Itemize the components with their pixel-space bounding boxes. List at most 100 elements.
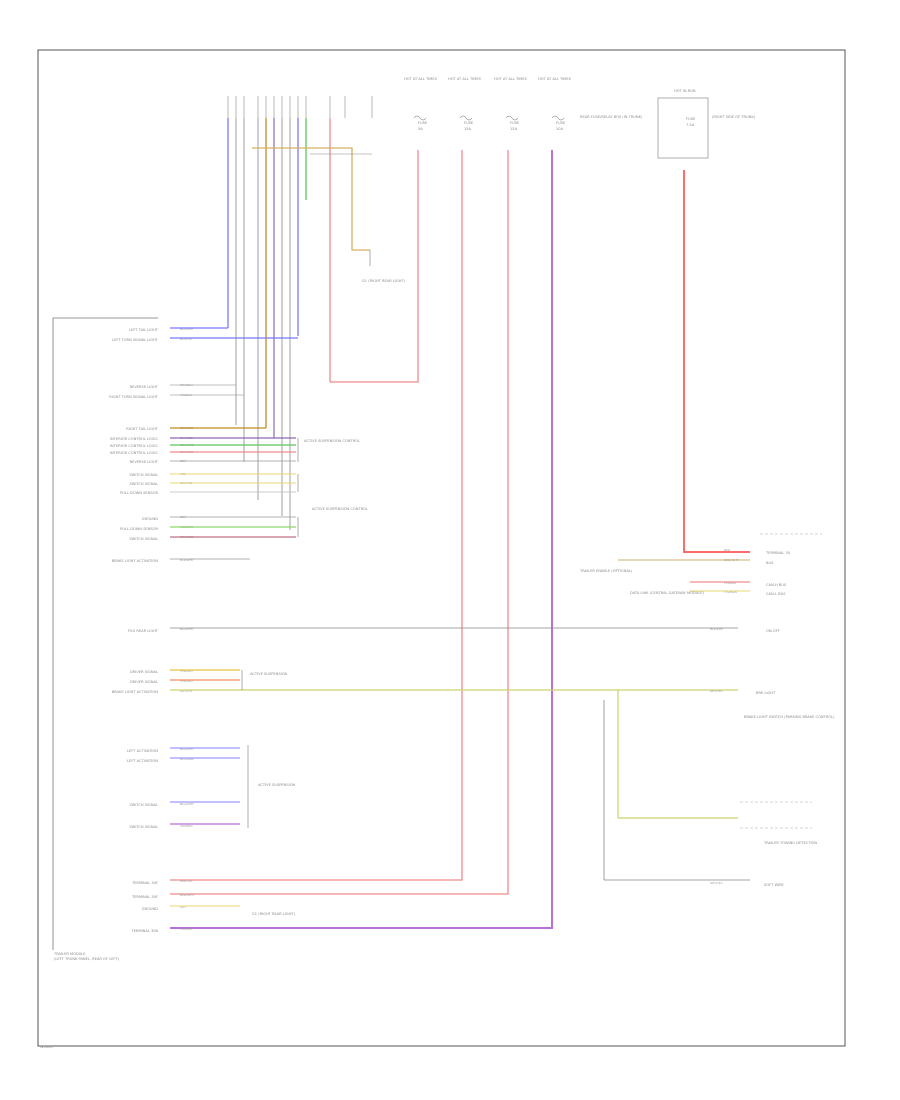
fuse-1-source: HOT AT ALL TIMES [404, 77, 438, 81]
pin-row: LEFT ACTIVATION BLU/WHT [127, 747, 240, 753]
svg-text:YEL/RED: YEL/RED [180, 679, 193, 683]
svg-text:BLU/GRN: BLU/GRN [180, 757, 193, 761]
pin-row: SWITCH SIGNAL VIO/RED [129, 823, 240, 829]
trailer-module-outline [52, 317, 158, 950]
svg-text:SOFT WIRE: SOFT WIRE [764, 883, 785, 887]
svg-text:YEL/BLK: YEL/BLK [724, 581, 737, 585]
right-fuse-name: FUSE [686, 117, 696, 121]
svg-text:DRIVER SIGNAL: DRIVER SIGNAL [130, 670, 158, 674]
pin-row: BRAKE LIGHT ACTIVATION BLK/WHT [112, 558, 250, 563]
fuse-3-source: HOT AT ALL TIMES [494, 77, 528, 81]
top-connector-group [227, 96, 373, 118]
pin-row: SWITCH SIGNALGRY/YEL [129, 481, 296, 486]
svg-text:SWITCH SIGNAL: SWITCH SIGNAL [129, 473, 158, 477]
pin-row: GROUND GRY [142, 905, 240, 911]
svg-text:GROUND: GROUND [142, 907, 158, 911]
svg-text:PULL-DOWN SENSOR: PULL-DOWN SENSOR [120, 491, 158, 495]
svg-text:SWITCH SIGNAL: SWITCH SIGNAL [129, 825, 158, 829]
diagram-code: W0000 [40, 1045, 53, 1049]
svg-text:LEFT ACTIVATION: LEFT ACTIVATION [127, 749, 158, 753]
svg-text:LEFT TAIL LIGHT: LEFT TAIL LIGHT [129, 328, 159, 332]
connector-4-label: ACTIVE SUSPENSION [258, 783, 296, 787]
right-fuse-location: (RIGHT SIDE OF TRUNK) [712, 115, 756, 119]
svg-text:DRIVER SIGNAL: DRIVER SIGNAL [130, 680, 158, 684]
fuse-2-wire [170, 150, 463, 881]
svg-text:YEL/BRN: YEL/BRN [724, 590, 737, 594]
pin-row: PULL-DOWN SENSORYEL/GRN [120, 525, 296, 531]
fuse-3-name: FUSE [510, 121, 520, 125]
diagram-frame [37, 49, 846, 1047]
fuse-4-name: FUSE [556, 121, 566, 125]
pin-row: FOG REAR LIGHT BLU/WHT [128, 627, 738, 633]
vertical-wires [227, 118, 331, 530]
svg-text:BLU/RED: BLU/RED [180, 327, 194, 331]
svg-text:ON-OFF: ON-OFF [766, 629, 780, 633]
svg-text:BLK/WHT: BLK/WHT [180, 558, 194, 562]
svg-text:INTERIOR CONTROL LOGIC: INTERIOR CONTROL LOGIC [110, 451, 158, 455]
svg-text:TERMINAL 30B: TERMINAL 30B [131, 929, 159, 933]
right-device-2: DATA LINK (CENTRAL GATEWAY MODULE) [630, 591, 705, 595]
pin-row: BRK LIGHT GRY/YEL [710, 689, 776, 695]
svg-text:YEL/RED: YEL/RED [180, 669, 193, 673]
right-device-3: BRAKE LIGHT SWITCH (PARKING BRAKE CONTRO… [744, 715, 835, 719]
svg-text:RED/WHT: RED/WHT [180, 893, 195, 897]
pin-row: DRIVER SIGNAL YEL/RED [130, 679, 240, 684]
svg-text:VIO/RED: VIO/RED [180, 824, 193, 828]
right-device-1: TRAILER ENABLE (OPTIONAL) [579, 569, 633, 573]
svg-text:RIGHT TURN SIGNAL LIGHT: RIGHT TURN SIGNAL LIGHT [109, 395, 159, 399]
right-fuse-title: HOT IN RUN [674, 89, 696, 93]
svg-text:LEFT TURN SIGNAL LIGHT: LEFT TURN SIGNAL LIGHT [112, 338, 159, 342]
svg-text:BRAKE LIGHT ACTIVATION: BRAKE LIGHT ACTIVATION [112, 559, 159, 563]
connector-1-label: ACTIVE SUSPENSION CONTROL [304, 439, 360, 443]
svg-text:GRY/YEL: GRY/YEL [710, 689, 723, 693]
left-pin-rows: LEFT TAIL LIGHT BLU/RED LEFT TURN SIGNAL … [109, 327, 738, 933]
svg-text:FOG REAR LIGHT: FOG REAR LIGHT [128, 629, 159, 633]
brake-branch [617, 690, 738, 819]
fuse-1-wire [330, 150, 419, 383]
pin-row: LEFT TAIL LIGHT BLU/RED [129, 327, 228, 332]
pin-row: INTERIOR CONTROL LOGICGRN/RED [110, 443, 296, 448]
fuse-1-name: FUSE [418, 121, 428, 125]
fuse-3-wire [170, 150, 509, 895]
svg-text:PULL-DOWN SENSOR: PULL-DOWN SENSOR [120, 527, 158, 531]
svg-text:RED/YEL: RED/YEL [180, 879, 193, 883]
svg-text:GRY: GRY [180, 905, 186, 909]
connector-2-label: ACTIVE SUSPENSION CONTROL [312, 507, 368, 511]
svg-text:INTERIOR CONTROL LOGIC: INTERIOR CONTROL LOGIC [110, 444, 158, 448]
trailer-module-name: TRAILER MODULE [53, 952, 86, 956]
svg-text:INTERIOR CONTROL LOGIC: INTERIOR CONTROL LOGIC [110, 437, 158, 441]
pin-row: INTERIOR CONTROL LOGICBLK/RED [110, 436, 296, 441]
svg-text:BLU/WHT: BLU/WHT [180, 627, 194, 631]
fuse-1-value: 5A [418, 127, 423, 131]
svg-text:BRK LIGHT: BRK LIGHT [756, 691, 776, 695]
right-fuse-wire [683, 170, 750, 553]
svg-text:GRY/YEL: GRY/YEL [710, 881, 723, 885]
svg-text:GRY/YEL: GRY/YEL [180, 689, 193, 693]
trailer-module-location: (LEFT TRUNK PANEL, REAR OF LEFT) [54, 957, 120, 961]
fuse-box-label: REAR FUSE/RELAY BOX (IN TRUNK) [580, 115, 643, 119]
svg-text:RIGHT TAIL LIGHT: RIGHT TAIL LIGHT [126, 427, 159, 431]
svg-text:TERMINAL 30: TERMINAL 30 [765, 551, 791, 555]
pin-row: DRIVER SIGNAL YEL/RED [130, 669, 240, 674]
svg-text:BLU/WHT: BLU/WHT [180, 747, 194, 751]
svg-text:REVERSE LIGHT: REVERSE LIGHT [130, 460, 159, 464]
svg-text:TERMINAL 30F: TERMINAL 30F [131, 895, 158, 899]
fuse-symbols [413, 115, 565, 121]
svg-text:SWITCH SIGNAL: SWITCH SIGNAL [129, 803, 158, 807]
fuse-4-source: HOT AT ALL TIMES [538, 77, 572, 81]
pin-row: TERMINAL 30F RED/WHT [131, 893, 195, 899]
